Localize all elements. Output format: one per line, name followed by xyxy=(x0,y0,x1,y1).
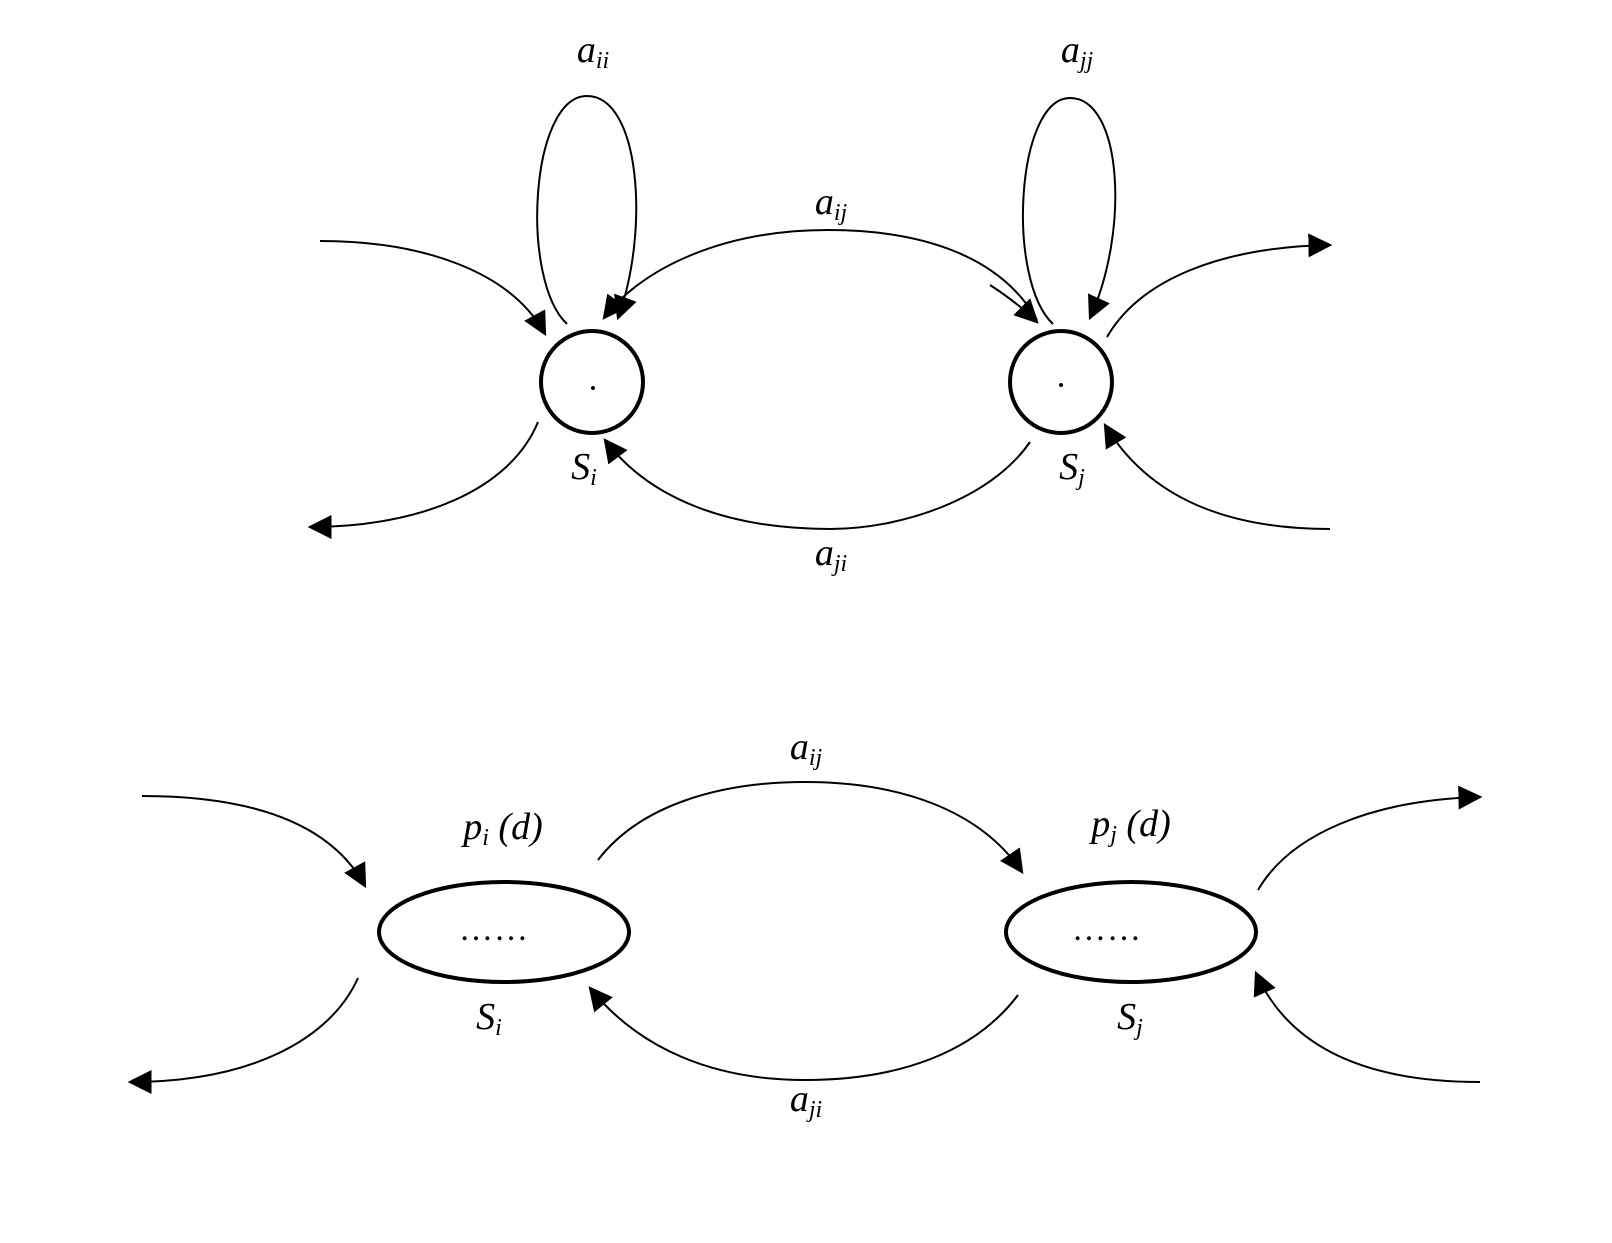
top-diagram xyxy=(307,94,1333,539)
state-node-si xyxy=(539,329,645,435)
transition-arrow-ij-top-head-right xyxy=(989,284,1039,324)
entry-arrow-sj-bottom xyxy=(1253,970,1481,1083)
transition-arrow-ji-top xyxy=(603,438,1031,531)
entry-arrow-sj-top xyxy=(1103,422,1331,530)
label-aii: aii xyxy=(576,29,610,74)
self-loop-arrow-jj xyxy=(1021,96,1117,325)
state-ellipse-sj xyxy=(1004,880,1258,984)
label-pi-d: pi (d) xyxy=(463,806,543,851)
label-aji-top: aji xyxy=(814,532,848,577)
exit-arrow-sj-top xyxy=(1106,233,1333,338)
state-ellipse-si xyxy=(377,880,631,984)
entry-arrow-si-bottom xyxy=(141,795,367,889)
exit-arrow-si-bottom xyxy=(127,977,359,1094)
label-aji-bottom: aji xyxy=(789,1078,823,1123)
transition-arrow-ji-bottom xyxy=(588,986,1019,1082)
transition-arrow-ij-bottom xyxy=(597,780,1024,874)
exit-arrow-sj-bottom xyxy=(1257,785,1483,891)
label-sj-top: Sj xyxy=(1059,446,1085,491)
state-dot-sj xyxy=(1059,383,1063,387)
label-ajj: ajj xyxy=(1060,29,1094,74)
transition-arrow-ij-top-head xyxy=(602,229,829,320)
entry-arrow-si-top xyxy=(319,240,547,337)
label-aij-bottom: aij xyxy=(789,726,823,771)
label-aij-top: aij xyxy=(814,181,848,226)
label-si-bottom: Si xyxy=(476,996,502,1041)
bottom-diagram xyxy=(127,780,1483,1094)
transition-arrow-ij-top xyxy=(827,229,1038,321)
state-dot-si xyxy=(591,386,595,390)
self-loop-arrow-ii xyxy=(536,94,638,325)
label-pj-d: pj (d) xyxy=(1091,803,1171,848)
state-node-sj xyxy=(1008,329,1114,435)
ellipsis-si: …… xyxy=(459,911,529,948)
label-si-top: Si xyxy=(571,446,597,491)
label-sj-bottom: Sj xyxy=(1117,996,1143,1041)
ellipsis-sj: …… xyxy=(1072,911,1142,948)
exit-arrow-si-top xyxy=(307,421,539,539)
